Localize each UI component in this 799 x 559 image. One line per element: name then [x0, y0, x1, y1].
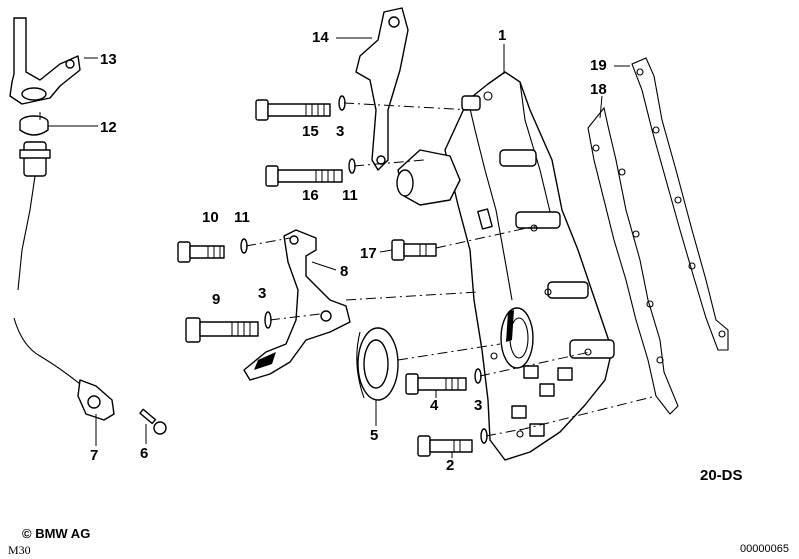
copyright-notice: © BMW AG: [22, 526, 91, 541]
sensor-7: [13, 317, 115, 421]
bracket-14: [355, 7, 409, 171]
image-id: 00000065: [740, 543, 789, 555]
callout-17: 17: [360, 245, 377, 262]
sensor-bracket-13: [9, 17, 81, 105]
bracket-8: [243, 229, 351, 381]
gasket-19: [631, 57, 729, 351]
grommet-12: [19, 115, 49, 136]
leader-lines: [48, 37, 630, 458]
bolt-15: [255, 99, 331, 121]
bolt-17: [391, 239, 437, 261]
callout-6: 6: [140, 445, 148, 462]
callout-1: 1: [498, 27, 506, 44]
bolt-9: [185, 317, 259, 343]
callout-19: 19: [590, 57, 607, 74]
callout-3-lower: 3: [474, 397, 482, 414]
seal-5: [356, 327, 399, 401]
callout-11-upper: 11: [342, 187, 358, 204]
callout-5: 5: [370, 427, 378, 444]
callout-12: 12: [100, 119, 117, 136]
bolt-2: [417, 435, 473, 457]
callout-7: 7: [90, 447, 98, 464]
callout-4: 4: [430, 397, 439, 414]
model-code: M30: [8, 543, 31, 557]
callout-3-middle: 3: [258, 285, 266, 302]
callout-13: 13: [100, 51, 117, 68]
timing-case-cover: [396, 71, 615, 461]
callout-15: 15: [302, 123, 319, 140]
callout-16: 16: [302, 187, 319, 204]
callout-2: 2: [446, 457, 454, 474]
screw-6: [139, 408, 167, 435]
callout-9: 9: [212, 291, 220, 308]
bolt-10: [177, 241, 225, 263]
bolt-4: [405, 373, 467, 395]
bolt-16: [265, 165, 343, 187]
callout-14: 14: [312, 29, 329, 46]
gasket-18: [587, 106, 679, 415]
callout-8: 8: [340, 263, 348, 280]
callout-10: 10: [202, 209, 219, 226]
callout-3-upper: 3: [336, 123, 344, 140]
callout-11-lower: 11: [234, 209, 250, 226]
sensor-upper: [17, 141, 51, 291]
assembly-lines: [39, 102, 657, 437]
reference-code: 20-DS: [700, 467, 743, 484]
callout-18: 18: [590, 81, 607, 98]
